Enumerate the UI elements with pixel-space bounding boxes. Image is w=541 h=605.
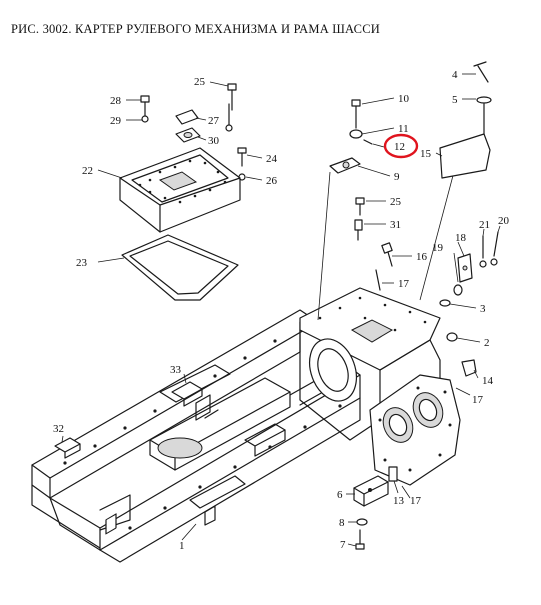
callout-1: 1: [179, 540, 185, 552]
callout-22: 22: [82, 165, 93, 177]
callout-32: 32: [53, 423, 64, 435]
callout-25: 25: [194, 76, 206, 88]
top-cover-plate: [119, 147, 241, 233]
callout-17-upper: 17: [398, 278, 410, 290]
callout-10: 10: [398, 93, 410, 105]
callout-11: 11: [398, 123, 409, 135]
callout-8: 8: [339, 517, 345, 529]
hardware-cluster-top: [140, 83, 247, 181]
callout-30: 30: [208, 135, 220, 147]
callout-3: 3: [480, 303, 486, 315]
callout-6: 6: [337, 489, 343, 501]
callout-13: 13: [393, 495, 405, 507]
figure-title: РИС. 3002. КАРТЕР РУЛЕВОГО МЕХАНИЗМА И Р…: [11, 22, 380, 36]
callout-14: 14: [482, 375, 494, 387]
callout-18: 18: [455, 232, 467, 244]
callout-19: 19: [432, 242, 444, 254]
highlight-ring-12: [383, 133, 419, 159]
callout-5: 5: [452, 94, 458, 106]
callout-12: 12: [394, 141, 405, 153]
callout-27: 27: [208, 115, 220, 127]
callout-23: 23: [76, 257, 88, 269]
callout-20: 20: [498, 215, 510, 227]
callout-29: 29: [110, 115, 122, 127]
callout-4: 4: [452, 69, 458, 81]
callout-17-right: 17: [472, 394, 484, 406]
callout-24: 24: [266, 153, 278, 165]
leader-lines: [61, 73, 501, 547]
callout-9: 9: [394, 171, 400, 183]
callout-16: 16: [416, 251, 428, 263]
callout-21: 21: [479, 219, 490, 231]
callout-17-bottom: 17: [410, 495, 422, 507]
callout-25-lower: 25: [390, 196, 402, 208]
callout-15: 15: [420, 148, 432, 160]
steering-housing: [299, 287, 461, 507]
callout-31: 31: [390, 219, 401, 231]
callout-33: 33: [170, 364, 182, 376]
linkage-parts: [317, 61, 499, 550]
callout-labels: 25 28 29 27 30 24 26 22 23 10 11 12 9 25…: [53, 69, 510, 552]
callout-2: 2: [484, 337, 490, 349]
callout-28: 28: [110, 95, 122, 107]
gasket: [121, 234, 239, 301]
callout-26: 26: [266, 175, 278, 187]
callout-7: 7: [340, 539, 346, 551]
